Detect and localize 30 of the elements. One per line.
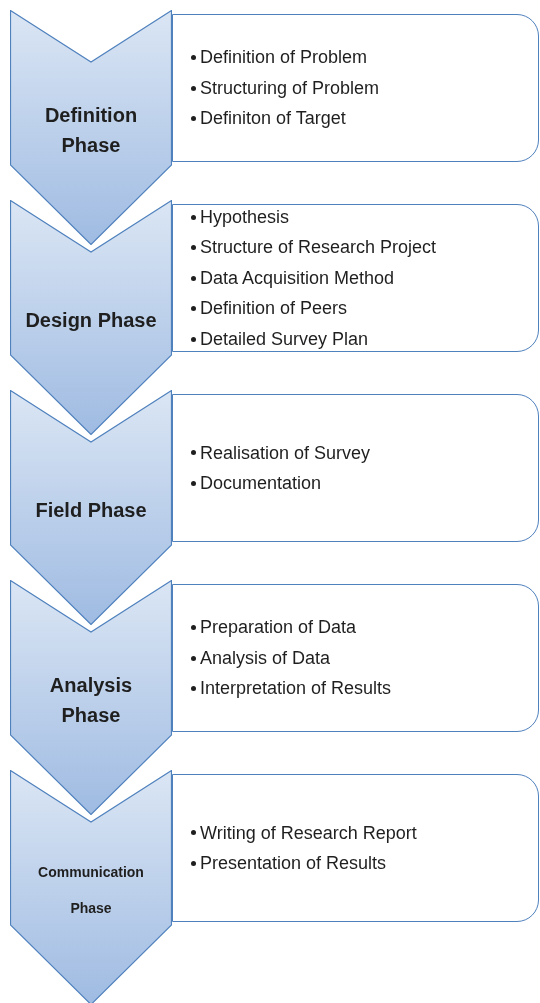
list-item: Definiton of Target <box>200 107 346 131</box>
list-item: Definition of Peers <box>200 297 348 321</box>
list-item: Interpretation of Results <box>200 677 392 701</box>
list-item: Documentation <box>200 472 322 495</box>
phase-label: Field Phase <box>35 498 147 523</box>
list-item: Presentation of Results <box>200 852 387 875</box>
chevron-shape <box>10 580 172 815</box>
bullet-list-box <box>172 774 539 922</box>
list-item: Structuring of Problem <box>200 76 380 100</box>
phase-label: Definition Phase <box>43 103 139 158</box>
list-item: Definition of Problem <box>200 46 368 70</box>
chevron-shape <box>10 200 172 435</box>
chevron-shape <box>10 770 172 1003</box>
phase-label: Design Phase <box>25 308 157 333</box>
bullet-list-box <box>172 394 539 542</box>
list-item: Hypothesis <box>200 205 290 229</box>
phase-label: Analysis Phase <box>48 673 134 728</box>
chevron-shape <box>10 390 172 625</box>
bullet-list-box <box>172 584 539 732</box>
list-item: Writing of Research Report <box>200 821 417 845</box>
list-item: Detailed Survey Plan <box>200 327 369 351</box>
bullet-list-box <box>172 204 539 352</box>
chevron-shape <box>10 10 172 245</box>
phase-label: Communication Phase <box>37 863 145 918</box>
list-item: Analysis of Data <box>200 646 331 670</box>
list-item: Realisation of Survey <box>200 441 371 465</box>
list-item: Preparation of Data <box>200 616 357 640</box>
bullet-list-box <box>172 14 539 162</box>
list-item: Data Acquisition Method <box>200 266 395 290</box>
list-item: Structure of Research Project <box>200 236 437 260</box>
